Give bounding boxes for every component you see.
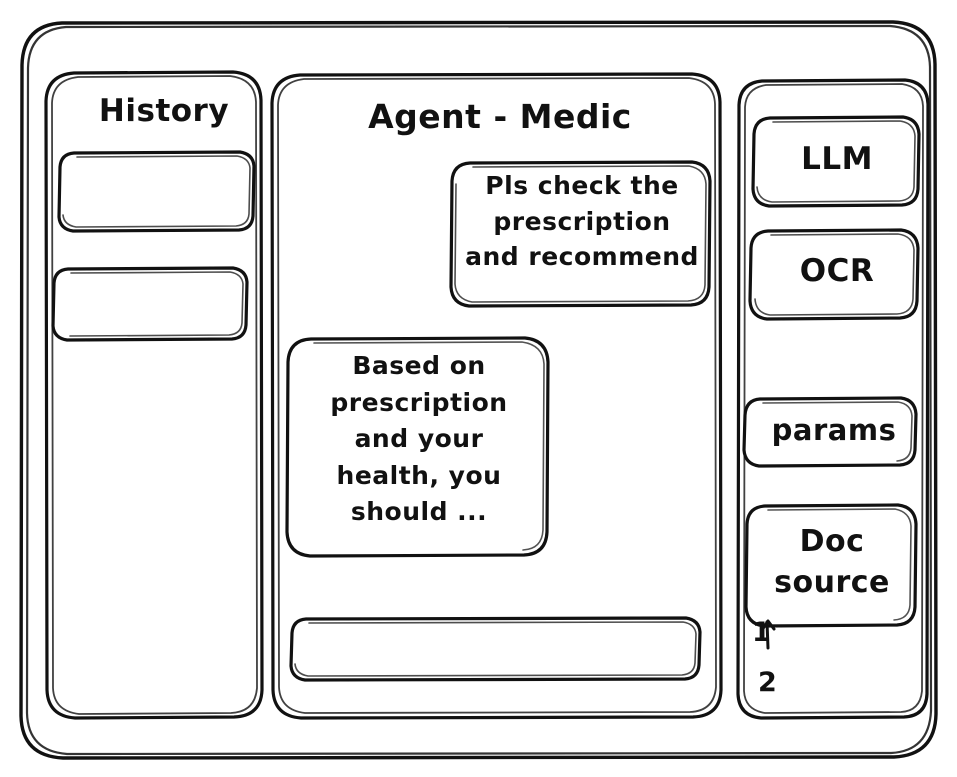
agent-message-text: Based on prescription and your health, y… — [330, 351, 508, 526]
history-item[interactable] — [62, 152, 252, 230]
doc-source-item-1-label: 1 — [752, 617, 772, 648]
llm-button-label: LLM — [801, 141, 873, 177]
doc-source-button[interactable] — [748, 505, 915, 625]
page-title: Agent - Medic — [368, 97, 632, 136]
message-input[interactable] — [292, 618, 700, 678]
params-button[interactable] — [746, 398, 916, 465]
doc-source-label: Doc source — [774, 524, 890, 600]
history-panel-title: History — [98, 93, 230, 129]
doc-source-item[interactable] — [750, 662, 870, 704]
ocr-button[interactable] — [752, 230, 918, 318]
doc-source-item[interactable] — [748, 612, 868, 652]
history-item[interactable] — [54, 268, 244, 340]
llm-button[interactable] — [755, 117, 918, 205]
doc-source-item-2-label: 2 — [758, 667, 778, 698]
user-message-bubble — [452, 162, 710, 305]
agent-message-bubble — [288, 338, 548, 556]
user-message-text: Pls check the prescription and recommend — [465, 171, 699, 271]
params-button-label: params — [771, 413, 897, 447]
ocr-button-label: OCR — [799, 253, 875, 289]
